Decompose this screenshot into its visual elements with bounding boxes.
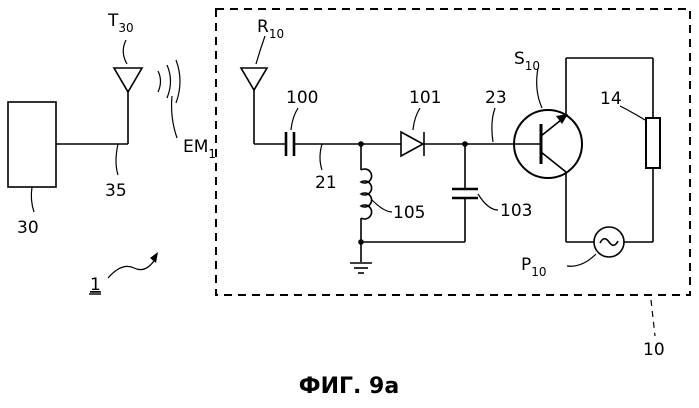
leader-14 [620, 106, 645, 120]
load-14-icon [646, 118, 660, 168]
label-1: 1 [90, 275, 101, 295]
leader-101 [413, 108, 420, 130]
leader-1-arrow [108, 258, 156, 278]
label-21: 21 [315, 173, 337, 193]
label-14: 14 [600, 89, 622, 109]
label-35: 35 [105, 181, 127, 201]
label-r10: R10 [257, 17, 284, 41]
label-30: 30 [17, 218, 39, 238]
leader-100 [291, 108, 298, 130]
label-105: 105 [393, 203, 425, 223]
antenna-r10-icon [241, 68, 267, 90]
leader-30 [31, 187, 34, 212]
leader-103 [478, 194, 498, 210]
diode-101-icon [401, 132, 423, 156]
label-s10: S10 [514, 49, 540, 73]
label-p10: P10 [521, 255, 547, 279]
leader-r10 [256, 36, 265, 64]
label-101: 101 [409, 88, 441, 108]
leader-105 [372, 200, 392, 212]
device-box-30 [8, 102, 56, 187]
label-t30: T30 [107, 11, 134, 35]
ac-wave-icon [600, 239, 618, 246]
leader-t30 [123, 40, 127, 64]
label-103: 103 [500, 201, 532, 221]
leader-21 [320, 144, 322, 170]
leader-35 [116, 144, 118, 175]
label-23: 23 [485, 88, 507, 108]
antenna-t30-icon [114, 68, 142, 92]
radio-wave-2 [167, 65, 171, 98]
radio-wave-3 [176, 60, 180, 103]
inductor-105-icon [361, 169, 372, 219]
leader-p10 [567, 254, 596, 266]
radio-wave-1 [158, 71, 161, 92]
leader-23 [492, 108, 495, 142]
label-100: 100 [286, 88, 318, 108]
transistor-collector [541, 152, 566, 172]
label-em1: EM1 [183, 137, 216, 161]
leader-s10 [537, 68, 542, 108]
leader-10 [651, 300, 655, 336]
figure-caption: ФИГ. 9а [299, 374, 399, 399]
label-10: 10 [643, 340, 665, 360]
